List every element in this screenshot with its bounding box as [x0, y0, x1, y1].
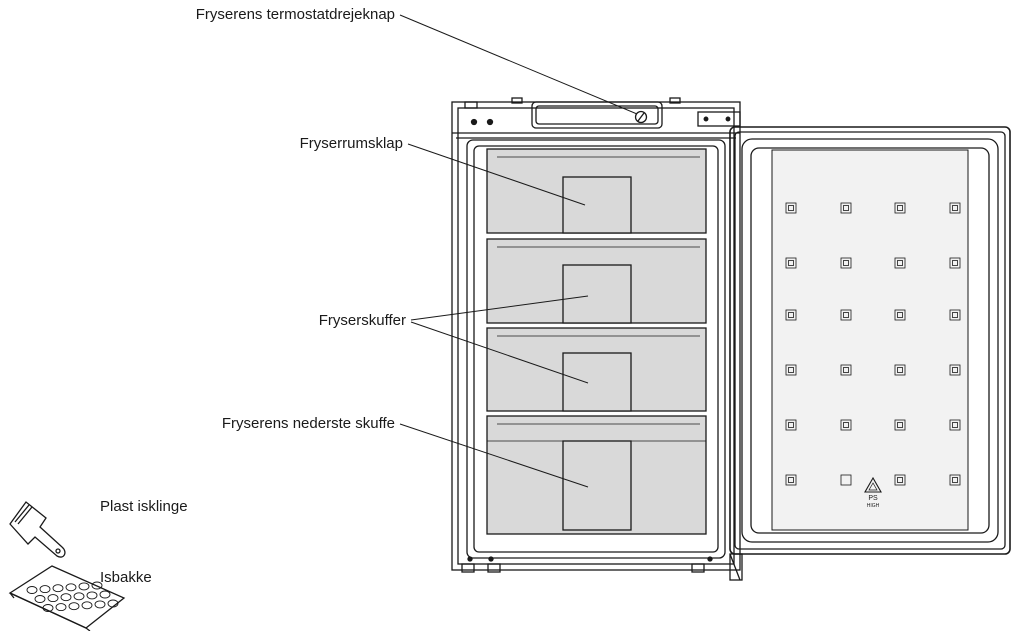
- thermostat-knob: [634, 110, 648, 124]
- label-bottom-drawer: Fryserens nederste skuffe: [221, 415, 395, 432]
- door-bump-inner: [952, 477, 958, 483]
- door-bump-inner: [788, 260, 794, 266]
- door-bump: [949, 474, 961, 486]
- tray-cell: [73, 592, 85, 601]
- tray-cell: [68, 602, 80, 611]
- door-bump-inner: [843, 260, 849, 266]
- door-bump: [949, 419, 961, 431]
- recycling-code: PS: [868, 495, 878, 502]
- door-bump-inner: [952, 312, 958, 318]
- ice-tray-illustration: [8, 565, 126, 631]
- door-bump: [785, 257, 797, 269]
- door-bump: [840, 474, 852, 486]
- door-bump-inner: [788, 422, 794, 428]
- ice-scraper-illustration: [9, 501, 66, 558]
- door-bump-inner: [843, 367, 849, 373]
- door-bump: [949, 257, 961, 269]
- door-bump: [785, 309, 797, 321]
- door-bump-inner: [897, 260, 903, 266]
- label-ice-scraper: Plast isklinge: [100, 498, 188, 515]
- tray-cell: [65, 583, 77, 592]
- door-bump-inner: [788, 477, 794, 483]
- door-bump-grid: [785, 202, 961, 486]
- label-thermostat-knob: Fryserens termostatdrejeknap: [195, 6, 395, 23]
- door-bump: [949, 202, 961, 214]
- tray-cell: [78, 582, 90, 591]
- tray-cell: [42, 604, 54, 612]
- freezer-bottom-drawer: [486, 415, 707, 535]
- door-bump: [785, 364, 797, 376]
- door-bump: [949, 309, 961, 321]
- tray-cell: [60, 593, 72, 602]
- door-bump-inner: [952, 260, 958, 266]
- door-bump-inner: [897, 367, 903, 373]
- door-bump: [785, 474, 797, 486]
- door-bump-inner: [897, 422, 903, 428]
- door-bump-inner: [788, 367, 794, 373]
- door-bump-inner: [843, 205, 849, 211]
- tray-cell: [39, 585, 51, 594]
- tray-cell: [86, 591, 98, 600]
- tray-cell: [52, 584, 64, 593]
- tray-cell: [34, 595, 46, 603]
- tray-cell: [91, 581, 103, 590]
- door-bump: [840, 257, 852, 269]
- tray-cell: [55, 603, 67, 612]
- label-ice-tray: Isbakke: [100, 569, 152, 586]
- label-compartment-flap: Fryserrumsklap: [299, 135, 403, 152]
- freezer-door: [729, 126, 1011, 581]
- door-bump-inner: [843, 422, 849, 428]
- door-bump: [894, 419, 906, 431]
- door-bump: [894, 474, 906, 486]
- door-bump: [894, 202, 906, 214]
- thermostat-panel: [531, 101, 663, 129]
- door-bump: [949, 364, 961, 376]
- label-freezer-drawers: Fryserskuffer: [318, 312, 406, 329]
- tray-cell: [47, 594, 59, 603]
- door-bump-inner: [788, 205, 794, 211]
- leader-lines: [399, 14, 638, 488]
- door-bump-inner: [897, 205, 903, 211]
- freezer-drawer-1: [486, 238, 707, 324]
- door-bump: [785, 419, 797, 431]
- door-bump-inner: [952, 422, 958, 428]
- door-bump: [894, 309, 906, 321]
- door-bump: [840, 309, 852, 321]
- recycling-sub: HIGH: [866, 503, 880, 509]
- door-bump-inner: [897, 477, 903, 483]
- door-bump-inner: [788, 312, 794, 318]
- compartment-flap: [486, 148, 707, 234]
- tray-cell: [81, 601, 93, 610]
- door-bump: [894, 364, 906, 376]
- door-bump: [840, 419, 852, 431]
- door-bump-inner: [952, 205, 958, 211]
- door-bump-inner: [897, 312, 903, 318]
- inner-liner: [466, 139, 726, 559]
- tray-cell: [26, 586, 38, 594]
- door-bump-inner: [843, 312, 849, 318]
- tray-cell: [107, 599, 119, 608]
- tray-cell: [99, 590, 111, 599]
- door-bump: [840, 364, 852, 376]
- door-bump: [894, 257, 906, 269]
- door-bump-inner: [952, 367, 958, 373]
- recycling-symbol: [864, 476, 882, 493]
- door-bump: [840, 202, 852, 214]
- door-bump: [785, 202, 797, 214]
- freezer-drawer-2: [486, 327, 707, 412]
- tray-cell: [94, 600, 106, 609]
